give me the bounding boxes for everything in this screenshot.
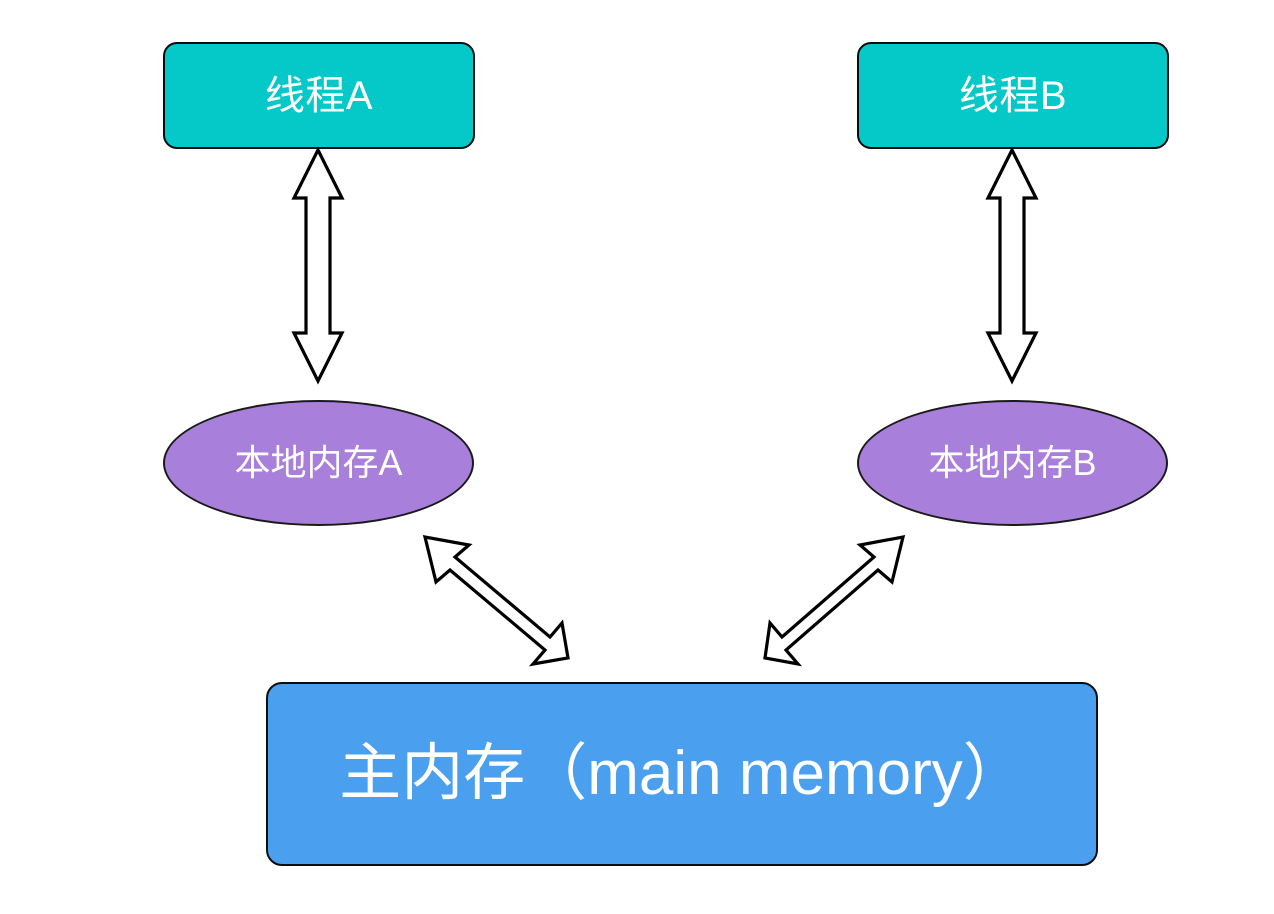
node-local-memory-a-label: 本地内存A: [234, 442, 403, 483]
arrow-local-a-to-main-memory: [422, 534, 570, 667]
arrow-thread-a-to-local-a: [291, 146, 345, 385]
node-thread-b[interactable]: 线程B: [857, 42, 1169, 149]
node-local-memory-b-label: 本地内存B: [928, 442, 1097, 483]
node-main-memory-label: 主内存（main memory）: [339, 739, 1025, 808]
arrow-thread-b-to-local-b: [985, 146, 1039, 385]
node-local-memory-a[interactable]: 本地内存A: [163, 400, 474, 526]
arrow-local-b-to-main-memory: [763, 534, 906, 667]
node-local-memory-b[interactable]: 本地内存B: [857, 400, 1168, 526]
node-thread-a[interactable]: 线程A: [163, 42, 475, 149]
node-main-memory[interactable]: 主内存（main memory）: [266, 682, 1098, 866]
node-thread-b-label: 线程B: [958, 73, 1068, 118]
node-thread-a-label: 线程A: [264, 73, 374, 118]
